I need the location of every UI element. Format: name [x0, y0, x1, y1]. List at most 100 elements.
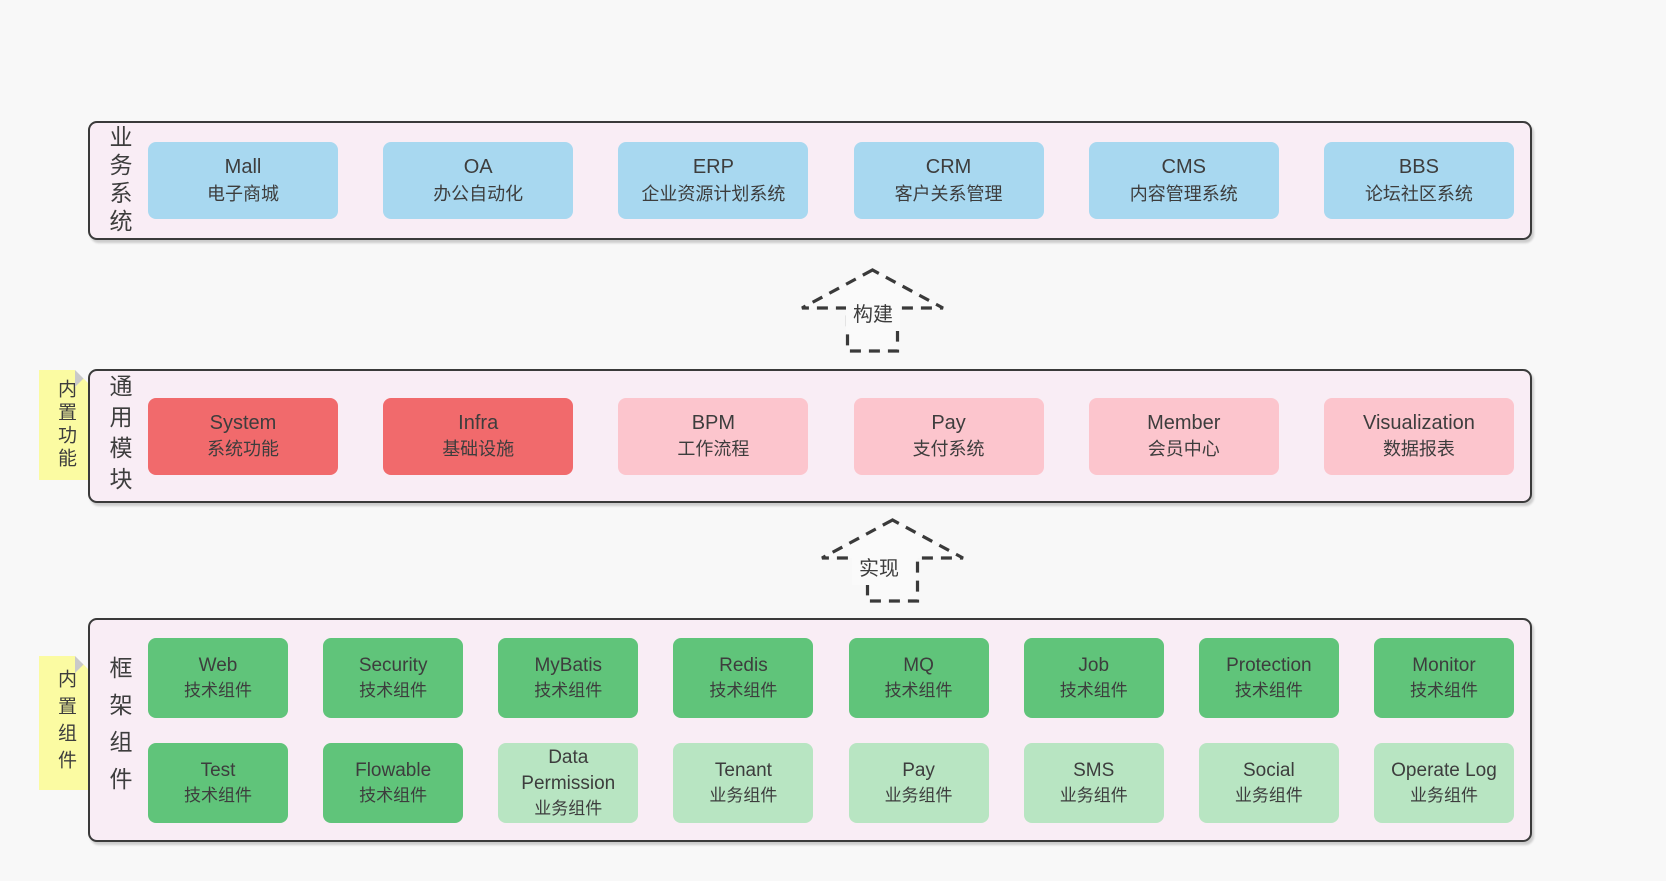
box-visualization: Visualization 数据报表	[1323, 397, 1514, 475]
tech-components-row: Web 技术组件 Security 技术组件 MyBatis 技术组件 Redi…	[148, 637, 1514, 718]
framework-components-boxes: Web 技术组件 Security 技术组件 MyBatis 技术组件 Redi…	[148, 620, 1514, 840]
box-subtitle: 内容管理系统	[1129, 183, 1238, 204]
biz-components-row: Test 技术组件 Flowable 技术组件 Data Permission …	[148, 742, 1514, 823]
box-subtitle: 电子商城	[207, 183, 279, 204]
box-system: System 系统功能	[148, 397, 338, 475]
box-title: Monitor	[1412, 654, 1476, 676]
box-title: CMS	[1161, 156, 1206, 179]
common-modules-label: 通用模块	[106, 374, 132, 498]
box-title: Mall	[224, 156, 262, 179]
box-title: Protection	[1226, 654, 1312, 676]
box-security: Security 技术组件	[323, 637, 464, 718]
box-title: Flowable	[355, 759, 432, 781]
box-title: MQ	[903, 654, 934, 676]
box-mall: Mall 电子商城	[148, 142, 338, 219]
box-pay-component: Pay 业务组件	[848, 742, 989, 823]
box-crm: CRM 客户关系管理	[853, 142, 1044, 219]
box-title: Social	[1242, 759, 1295, 781]
box-operate-log: Operate Log 业务组件	[1373, 742, 1514, 823]
box-sms: SMS 业务组件	[1023, 742, 1164, 823]
box-subtitle: 业务组件	[534, 799, 603, 818]
box-subtitle: 系统功能	[207, 439, 279, 460]
box-subtitle: 业务组件	[1059, 785, 1128, 805]
box-subtitle: 技术组件	[359, 785, 428, 805]
box-title: OA	[463, 156, 493, 179]
box-bpm: BPM 工作流程	[618, 397, 809, 475]
box-title: MyBatis	[534, 654, 603, 676]
box-subtitle: 业务组件	[709, 785, 778, 805]
box-subtitle: 技术组件	[884, 680, 953, 700]
common-modules-boxes: System 系统功能 Infra 基础设施 BPM 工作流程 Pay 支付系统…	[148, 371, 1514, 501]
box-title: ERP	[692, 156, 734, 179]
implement-arrow: 实现	[820, 518, 965, 603]
build-arrow-label: 构建	[853, 303, 893, 326]
built-in-components-note: 内置组件	[39, 656, 92, 790]
box-subtitle: 办公自动化	[433, 183, 524, 204]
box-subtitle: 技术组件	[1409, 680, 1478, 700]
box-mq: MQ 技术组件	[848, 637, 989, 718]
box-title: BPM	[691, 411, 736, 434]
box-title: Infra	[458, 411, 499, 434]
business-systems-boxes: Mall 电子商城 OA 办公自动化 ERP 企业资源计划系统 CRM 客户关系…	[148, 123, 1514, 238]
box-title: Member	[1147, 411, 1221, 434]
box-subtitle: 技术组件	[184, 785, 252, 805]
built-in-functions-note: 内置功能	[39, 370, 92, 480]
business-systems-layer: 业务系统 Mall 电子商城 OA 办公自动化 ERP 企业资源计划系统 CRM…	[88, 121, 1532, 240]
box-title: Tenant	[714, 759, 772, 781]
box-redis: Redis 技术组件	[673, 637, 814, 718]
box-subtitle: 数据报表	[1382, 439, 1455, 460]
box-test: Test 技术组件	[148, 742, 288, 823]
box-protection: Protection 技术组件	[1198, 637, 1339, 718]
box-oa: OA 办公自动化	[383, 142, 574, 219]
box-title: Pay	[902, 759, 935, 781]
box-subtitle: 技术组件	[709, 680, 778, 700]
box-subtitle: 企业资源计划系统	[641, 183, 786, 204]
box-flowable: Flowable 技术组件	[323, 742, 464, 823]
box-title: CRM	[925, 156, 972, 179]
common-modules-layer: 通用模块 System 系统功能 Infra 基础设施 BPM 工作流程 Pay…	[88, 369, 1532, 503]
box-subtitle: 会员中心	[1147, 439, 1220, 460]
box-subtitle: 客户关系管理	[894, 183, 1003, 204]
box-mybatis: MyBatis 技术组件	[498, 637, 639, 718]
box-cms: CMS 内容管理系统	[1088, 142, 1279, 219]
box-title: Security	[358, 654, 428, 676]
business-systems-label: 业务系统	[106, 124, 132, 237]
box-subtitle: 论坛社区系统	[1364, 183, 1473, 204]
implement-arrow-label: 实现	[859, 557, 899, 580]
box-member: Member 会员中心	[1088, 397, 1279, 475]
box-title: Pay	[931, 411, 966, 434]
box-subtitle: 基础设施	[442, 439, 515, 460]
box-subtitle: 业务组件	[1409, 785, 1478, 805]
box-erp: ERP 企业资源计划系统	[618, 142, 809, 219]
box-data-permission: Data Permission 业务组件	[498, 742, 639, 823]
box-subtitle: 技术组件	[1234, 680, 1303, 700]
box-title: System	[209, 411, 277, 434]
box-subtitle: 业务组件	[884, 785, 953, 805]
box-title: BBS	[1398, 156, 1439, 179]
box-subtitle: 技术组件	[1059, 680, 1128, 700]
box-infra: Infra 基础设施	[383, 397, 574, 475]
box-title: Operate Log	[1391, 759, 1497, 781]
box-title: Visualization	[1362, 411, 1475, 434]
box-title: Job	[1078, 654, 1110, 676]
box-subtitle: 支付系统	[912, 439, 985, 460]
box-title: Redis	[719, 654, 768, 676]
box-bbs: BBS 论坛社区系统	[1323, 142, 1514, 219]
box-subtitle: 工作流程	[677, 439, 750, 460]
box-web: Web 技术组件	[148, 637, 288, 718]
box-title: Test	[200, 759, 236, 781]
box-monitor: Monitor 技术组件	[1373, 637, 1514, 718]
framework-components-label: 框架组件	[106, 656, 132, 804]
box-pay-module: Pay 支付系统	[853, 397, 1044, 475]
box-subtitle: 技术组件	[184, 680, 252, 700]
box-social: Social 业务组件	[1198, 742, 1339, 823]
box-title: Web	[198, 654, 238, 676]
box-tenant: Tenant 业务组件	[673, 742, 814, 823]
box-job: Job 技术组件	[1023, 637, 1164, 718]
box-subtitle: 技术组件	[534, 680, 603, 700]
box-subtitle: 技术组件	[359, 680, 428, 700]
box-title: Data Permission	[521, 746, 616, 794]
box-subtitle: 业务组件	[1234, 785, 1303, 805]
note-label: 内置功能	[55, 379, 76, 471]
